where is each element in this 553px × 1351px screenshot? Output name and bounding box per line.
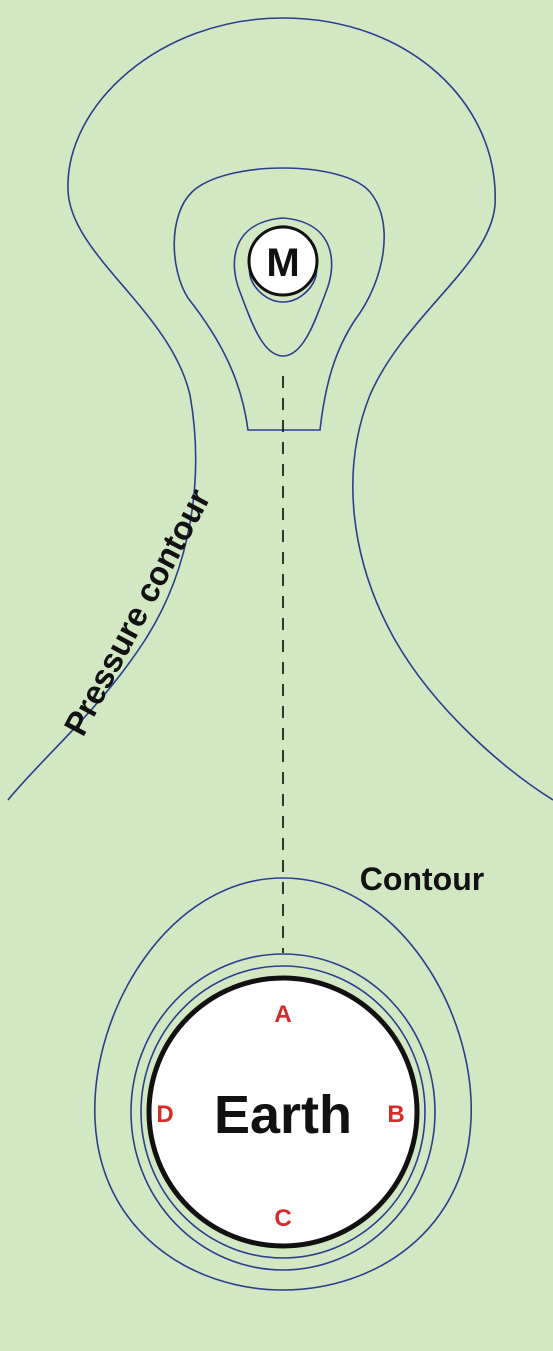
point-c-label: C (274, 1205, 291, 1232)
contour-label: Contour (360, 861, 484, 897)
earth-label: Earth (214, 1085, 352, 1145)
point-a-label: A (274, 1001, 291, 1028)
point-b-label: B (387, 1101, 404, 1128)
point-d-label: D (156, 1101, 173, 1128)
moon-label: M (266, 241, 299, 285)
